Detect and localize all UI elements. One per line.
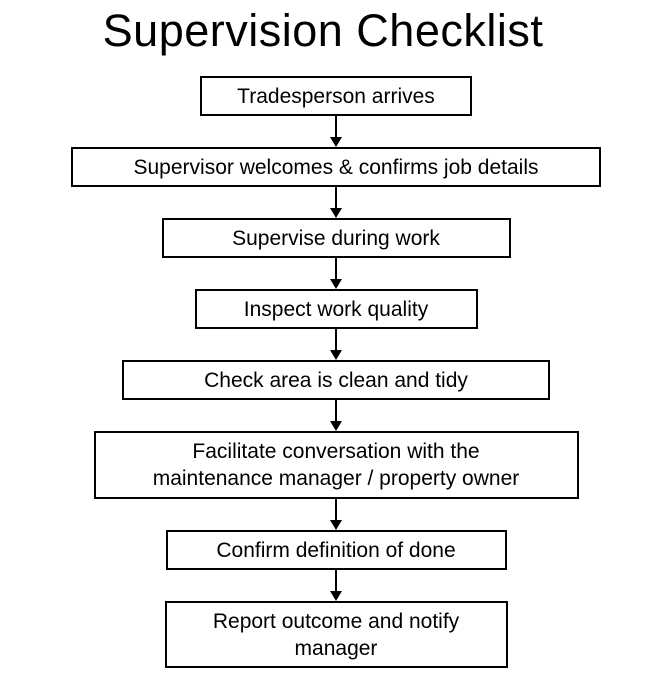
arrow-shaft: [335, 570, 337, 591]
arrow-down-icon: [329, 258, 343, 289]
node-label: Report outcome and notify manager: [212, 609, 460, 660]
arrow-down-icon: [329, 400, 343, 431]
arrow-down-icon: [329, 329, 343, 360]
node-label: Check area is clean and tidy: [204, 368, 468, 392]
flow-node-supervise-during-work: Supervise during work: [161, 218, 511, 258]
node-label: Confirm definition of done: [216, 538, 456, 562]
flow-node-tradesperson-arrives: Tradesperson arrives: [200, 76, 472, 116]
arrowhead-icon: [330, 520, 342, 530]
arrow-shaft: [335, 329, 337, 350]
arrow-down-icon: [329, 116, 343, 147]
flow-node-facilitate-conversation: Facilitate conversation with the mainten…: [93, 431, 579, 499]
arrow-down-icon: [329, 187, 343, 218]
node-label: Supervise during work: [232, 226, 440, 250]
flowchart: Tradesperson arrives Supervisor welcomes…: [71, 76, 601, 668]
flow-node-check-area-clean: Check area is clean and tidy: [122, 360, 550, 400]
arrowhead-icon: [330, 279, 342, 289]
arrow-shaft: [335, 258, 337, 279]
page-title: Supervision Checklist: [102, 5, 544, 56]
arrow-down-icon: [329, 499, 343, 530]
node-label: Tradesperson arrives: [237, 84, 435, 108]
flow-node-supervisor-welcomes: Supervisor welcomes & confirms job detai…: [71, 147, 601, 187]
arrow-down-icon: [329, 570, 343, 601]
arrow-shaft: [335, 187, 337, 208]
arrowhead-icon: [330, 350, 342, 360]
node-label: Inspect work quality: [243, 297, 429, 321]
arrowhead-icon: [330, 208, 342, 218]
arrow-shaft: [335, 400, 337, 421]
arrowhead-icon: [330, 591, 342, 601]
arrowhead-icon: [330, 421, 342, 431]
node-label: Supervisor welcomes & confirms job detai…: [133, 155, 539, 179]
flow-node-confirm-definition-of-done: Confirm definition of done: [165, 530, 507, 570]
flow-node-report-outcome: Report outcome and notify manager: [164, 601, 508, 668]
arrow-shaft: [335, 116, 337, 137]
arrowhead-icon: [330, 137, 342, 147]
flow-node-inspect-work-quality: Inspect work quality: [194, 289, 478, 329]
node-label: Facilitate conversation with the mainten…: [152, 440, 520, 490]
arrow-shaft: [335, 499, 337, 520]
